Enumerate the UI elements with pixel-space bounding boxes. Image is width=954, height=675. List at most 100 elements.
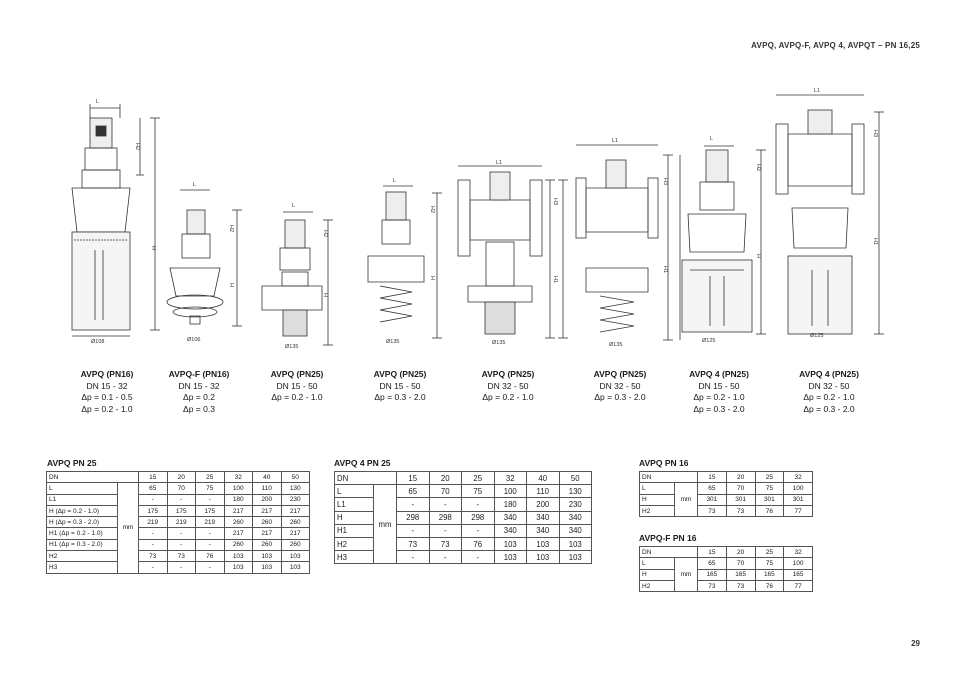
table-cell: 40 bbox=[252, 470, 282, 484]
drawings-area: L H2 H Ø108 L H2 H Ø106 L H2 H Ø135 bbox=[71, 88, 884, 350]
dim-label: H3 bbox=[872, 130, 878, 137]
table-row: H3 - - - 103 103 103 bbox=[334, 550, 592, 565]
table-row: L mm 65 70 75 100 bbox=[639, 557, 813, 593]
caption-line: Δp = 0.3 - 2.0 bbox=[374, 392, 426, 402]
table-cell: 260 bbox=[223, 516, 253, 529]
table-cell: 217 bbox=[280, 527, 310, 540]
table-cell: 25 bbox=[461, 470, 495, 486]
caption-line: Δp = 0.2 - 1.0 bbox=[271, 392, 323, 402]
table-cell: H3 bbox=[334, 550, 374, 565]
dim-label: L bbox=[193, 182, 196, 188]
dim-label: H2 bbox=[429, 206, 435, 213]
caption: AVPQ (PN25) DN 15 - 50 Δp = 0.2 - 1.0 bbox=[237, 369, 357, 404]
table-cell: 100 bbox=[783, 557, 813, 570]
table-cell: 50 bbox=[280, 470, 310, 484]
table-cell: - bbox=[396, 497, 430, 512]
table-cell: 260 bbox=[280, 516, 310, 529]
table-cell: DN bbox=[639, 545, 698, 559]
table-cell: 70 bbox=[725, 557, 756, 570]
table-cell: 15 bbox=[138, 470, 168, 484]
caption: AVPQ 4 (PN25) DN 15 - 50 Δp = 0.2 - 1.0 … bbox=[659, 369, 779, 415]
table-avpqf-pn16: DN 15 20 25 32 L mm 65 70 75 100 H 165 1… bbox=[639, 545, 813, 593]
dim-label: H1 bbox=[552, 276, 558, 283]
table-cell: 340 bbox=[558, 510, 592, 525]
table-cell: 70 bbox=[166, 482, 196, 495]
table-cell: 65 bbox=[138, 482, 168, 495]
table-title: AVPQ-F PN 16 bbox=[639, 533, 697, 543]
table-cell: L bbox=[639, 557, 675, 570]
table-cell: 103 bbox=[252, 561, 282, 574]
table-cell: H2 bbox=[334, 536, 374, 552]
table-cell: 73 bbox=[138, 550, 168, 563]
table-cell: 217 bbox=[252, 527, 282, 540]
table-cell: 20 bbox=[725, 545, 756, 559]
diameter-label: Ø135 bbox=[609, 342, 622, 348]
table-row: L1 - - - 180 200 230 bbox=[334, 497, 592, 512]
table-cell: 219 bbox=[166, 516, 196, 529]
table-cell: 25 bbox=[754, 470, 785, 484]
table-cell: 25 bbox=[754, 545, 785, 559]
table-cell: 175 bbox=[195, 504, 225, 518]
dim-label: L bbox=[96, 99, 99, 105]
table-cell: 32 bbox=[223, 470, 253, 484]
table-cell: 165 bbox=[697, 568, 727, 581]
table-row: H 165 165 165 165 bbox=[639, 568, 813, 581]
table-cell: - bbox=[166, 493, 196, 506]
table-cell: 180 bbox=[493, 497, 527, 512]
table-cell: 76 bbox=[461, 536, 495, 552]
table-row: L mm 65 70 75 100 bbox=[639, 482, 813, 518]
table-cell: 65 bbox=[697, 482, 727, 495]
drawing-avpq-pn25-b: L H2 H Ø135 bbox=[367, 178, 442, 345]
caption-title: AVPQ (PN25) bbox=[270, 369, 324, 379]
table-cell: 340 bbox=[526, 523, 560, 538]
table-avpq4-pn25: DN 15 20 25 32 40 50 L mm 65 70 75 100 1… bbox=[334, 470, 592, 565]
table-cell: 65 bbox=[697, 557, 727, 570]
table-cell: 70 bbox=[428, 484, 462, 499]
table-cell: - bbox=[138, 527, 168, 540]
caption-line: DN 32 - 50 bbox=[487, 380, 529, 391]
table-cell: 75 bbox=[461, 484, 495, 499]
table-cell: 50 bbox=[558, 470, 592, 486]
table-cell: 217 bbox=[223, 527, 253, 540]
table-cell: 130 bbox=[280, 482, 310, 495]
table-cell: 103 bbox=[252, 550, 282, 563]
table-row: H3 - - - 103 103 103 bbox=[46, 561, 310, 574]
table-cell: 76 bbox=[195, 550, 225, 563]
caption: AVPQ (PN25) DN 32 - 50 Δp = 0.2 - 1.0 bbox=[448, 369, 568, 404]
drawing-avpqf-pn16: L H2 H Ø106 bbox=[166, 182, 242, 343]
table-row: L mm 65 70 75 100 110 130 bbox=[46, 482, 310, 574]
table-cell: 77 bbox=[783, 504, 813, 518]
table-cell: 340 bbox=[526, 510, 560, 525]
table-cell: H bbox=[639, 568, 675, 581]
table-cell: L1 bbox=[46, 493, 118, 506]
table-cell: 110 bbox=[526, 484, 560, 499]
unit-cell: mm bbox=[373, 484, 397, 565]
table-cell: DN bbox=[46, 470, 139, 484]
table-cell: 298 bbox=[461, 510, 495, 525]
table-cell: 110 bbox=[252, 482, 282, 495]
table-cell: 103 bbox=[558, 536, 592, 552]
caption-line: DN 15 - 50 bbox=[698, 380, 740, 391]
dim-label: L1 bbox=[496, 160, 502, 166]
table-title: AVPQ PN 25 bbox=[47, 458, 97, 468]
table-cell: H bbox=[334, 510, 374, 525]
table-title: AVPQ PN 16 bbox=[639, 458, 689, 468]
caption-line: Δp = 0.3 - 2.0 bbox=[594, 392, 646, 402]
table-cell: 103 bbox=[558, 550, 592, 565]
table-cell: 40 bbox=[526, 470, 560, 486]
unit-cell: mm bbox=[674, 557, 698, 593]
drawing-avpq-pn25-d: L1 H3 H1 Ø135 bbox=[575, 138, 681, 348]
caption: AVPQ 4 (PN25) DN 32 - 50 Δp = 0.2 - 1.0 … bbox=[769, 369, 889, 415]
table-cell: - bbox=[138, 493, 168, 506]
dim-label: H3 bbox=[552, 198, 558, 205]
drawing-avpq4-pn25-a: L H2 H Ø125 bbox=[681, 136, 766, 344]
table-cell: 260 bbox=[280, 538, 310, 552]
caption-title: AVPQ (PN25) bbox=[593, 369, 647, 379]
table-cell: 73 bbox=[166, 550, 196, 563]
table-cell: - bbox=[461, 497, 495, 512]
table-cell: - bbox=[138, 538, 168, 552]
table-row: H2 73 73 76 77 bbox=[639, 504, 813, 518]
table-cell: 103 bbox=[280, 550, 310, 563]
table-cell: L1 bbox=[334, 497, 374, 512]
dim-label: H bbox=[755, 254, 761, 258]
